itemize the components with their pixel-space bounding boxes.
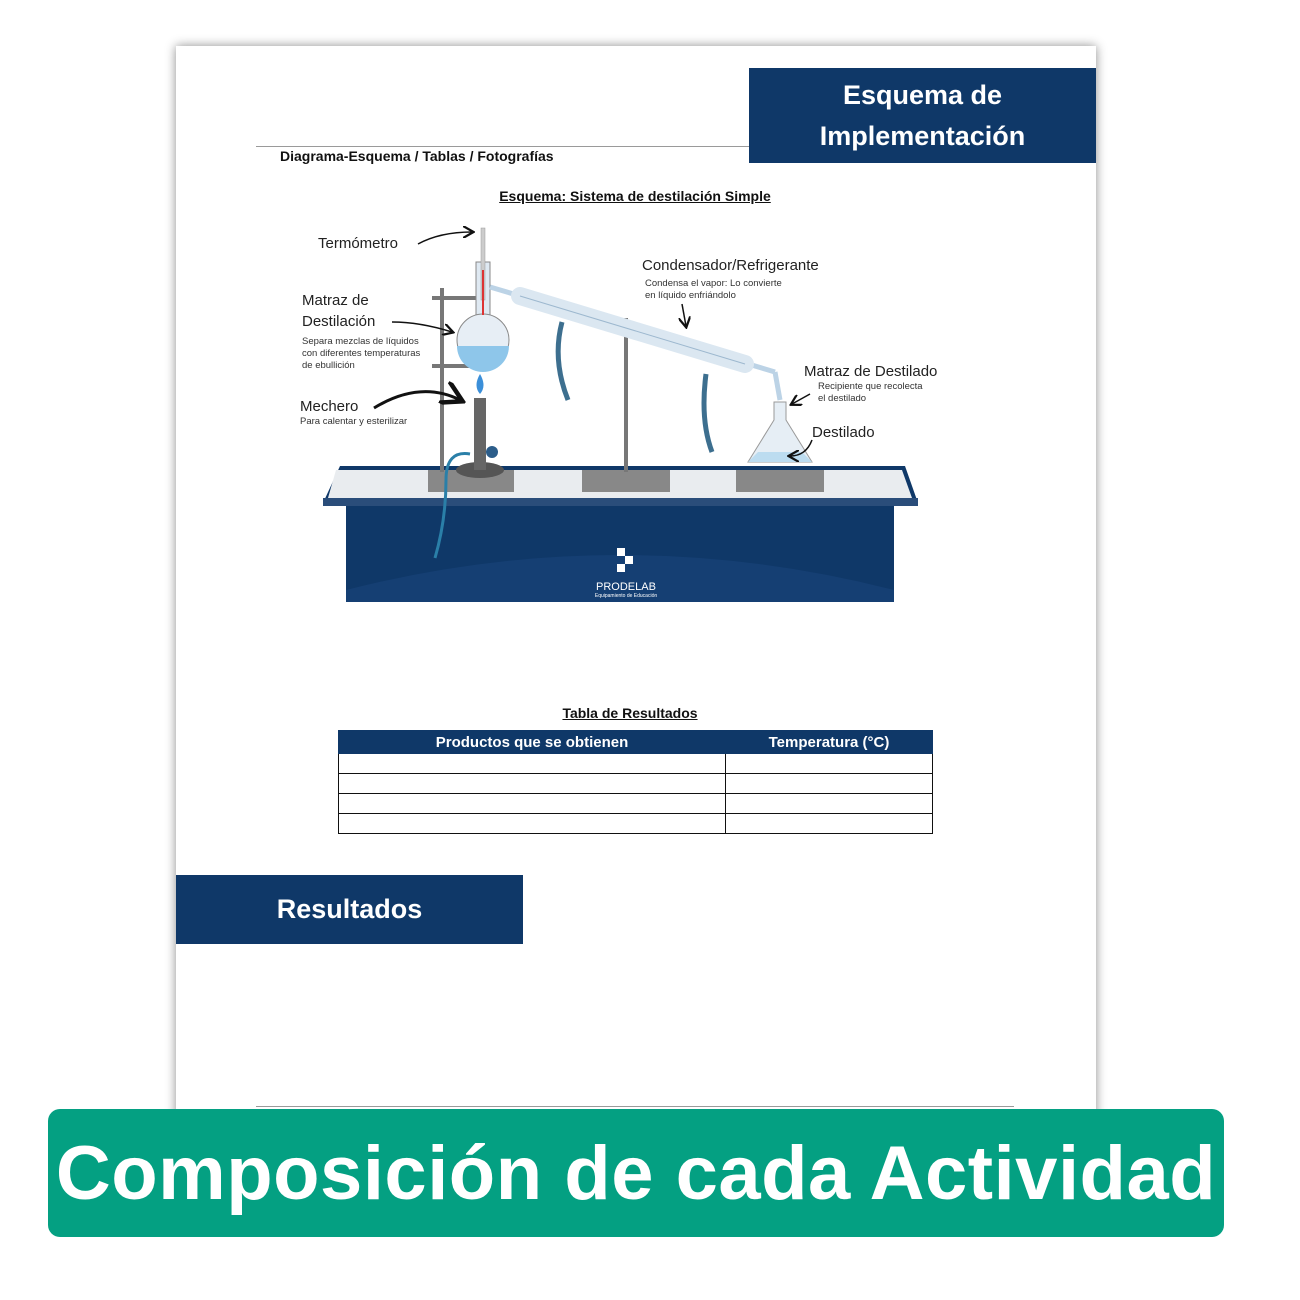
label-mechero-desc: Para calentar y esterilizar bbox=[300, 416, 407, 427]
label-termometro: Termómetro bbox=[318, 235, 398, 252]
header-temperature: Temperatura (°C) bbox=[725, 730, 933, 754]
label-condensador-desc2: en líquido enfriándolo bbox=[645, 290, 736, 301]
footer-divider bbox=[256, 1106, 1014, 1107]
section-label-line1: Esquema de bbox=[842, 79, 1003, 110]
label-matraz-desc1: Separa mezclas de líquidos bbox=[302, 336, 419, 347]
section-label-implementation: Esquema de Implementación bbox=[749, 68, 1096, 163]
bunsen-burner bbox=[433, 374, 504, 559]
stand-base-middle bbox=[582, 470, 670, 492]
prodelab-logo: PRODELAB Equipamiento de Educación bbox=[595, 548, 657, 599]
label-destilado-desc1: Recipiente que recolecta bbox=[818, 381, 923, 392]
stand-rod-left bbox=[440, 288, 444, 472]
section-label-line2: Implementación bbox=[819, 120, 1026, 151]
table-cell[interactable] bbox=[725, 773, 933, 794]
table-row bbox=[338, 813, 933, 834]
header-products: Productos que se obtienen bbox=[338, 730, 726, 754]
results-table-header-row: Productos que se obtienen Temperatura (°… bbox=[338, 730, 933, 754]
stand-base-right bbox=[736, 470, 824, 492]
table-cell[interactable] bbox=[725, 793, 933, 814]
condenser bbox=[489, 284, 783, 453]
stand-rod-middle bbox=[624, 318, 628, 472]
table-row bbox=[338, 753, 933, 774]
distillation-flask bbox=[456, 227, 510, 372]
section-label-results: Resultados bbox=[176, 875, 523, 944]
table-cell[interactable] bbox=[725, 813, 933, 834]
activity-banner: Composición de cada Actividad bbox=[48, 1109, 1224, 1237]
results-table: Productos que se obtienen Temperatura (°… bbox=[338, 730, 933, 834]
header-divider bbox=[256, 146, 750, 147]
label-condensador: Condensador/Refrigerante bbox=[642, 257, 819, 274]
table-cell[interactable] bbox=[338, 793, 726, 814]
brand-tagline: Equipamiento de Educación bbox=[595, 593, 657, 599]
table-row bbox=[338, 793, 933, 814]
diagram-title: Esquema: Sistema de destilación Simple bbox=[499, 188, 771, 204]
distillation-diagram: PRODELAB Equipamiento de Educación bbox=[300, 215, 937, 602]
table-cell[interactable] bbox=[338, 813, 726, 834]
label-condensador-desc1: Condensa el vapor: Lo convierte bbox=[645, 278, 782, 289]
label-matraz-line2: Destilación bbox=[302, 313, 375, 330]
page-subheading: Diagrama-Esquema / Tablas / Fotografías bbox=[280, 148, 554, 164]
label-matraz-desc3: de ebullición bbox=[302, 360, 355, 371]
document-page bbox=[176, 46, 1096, 1166]
label-mechero: Mechero bbox=[300, 398, 358, 415]
table-cell[interactable] bbox=[338, 753, 726, 774]
results-table-title: Tabla de Resultados bbox=[562, 705, 698, 721]
label-matraz-line1: Matraz de bbox=[302, 292, 369, 309]
table-row bbox=[338, 773, 933, 794]
table-cell[interactable] bbox=[338, 773, 726, 794]
label-destilado: Destilado bbox=[812, 424, 875, 441]
label-matraz-desc2: con diferentes temperaturas bbox=[302, 348, 421, 359]
label-destilado-desc2: el destilado bbox=[818, 393, 866, 404]
table-cell[interactable] bbox=[725, 753, 933, 774]
label-matraz-destilado: Matraz de Destilado bbox=[804, 363, 937, 380]
brand-name: PRODELAB bbox=[596, 581, 656, 593]
